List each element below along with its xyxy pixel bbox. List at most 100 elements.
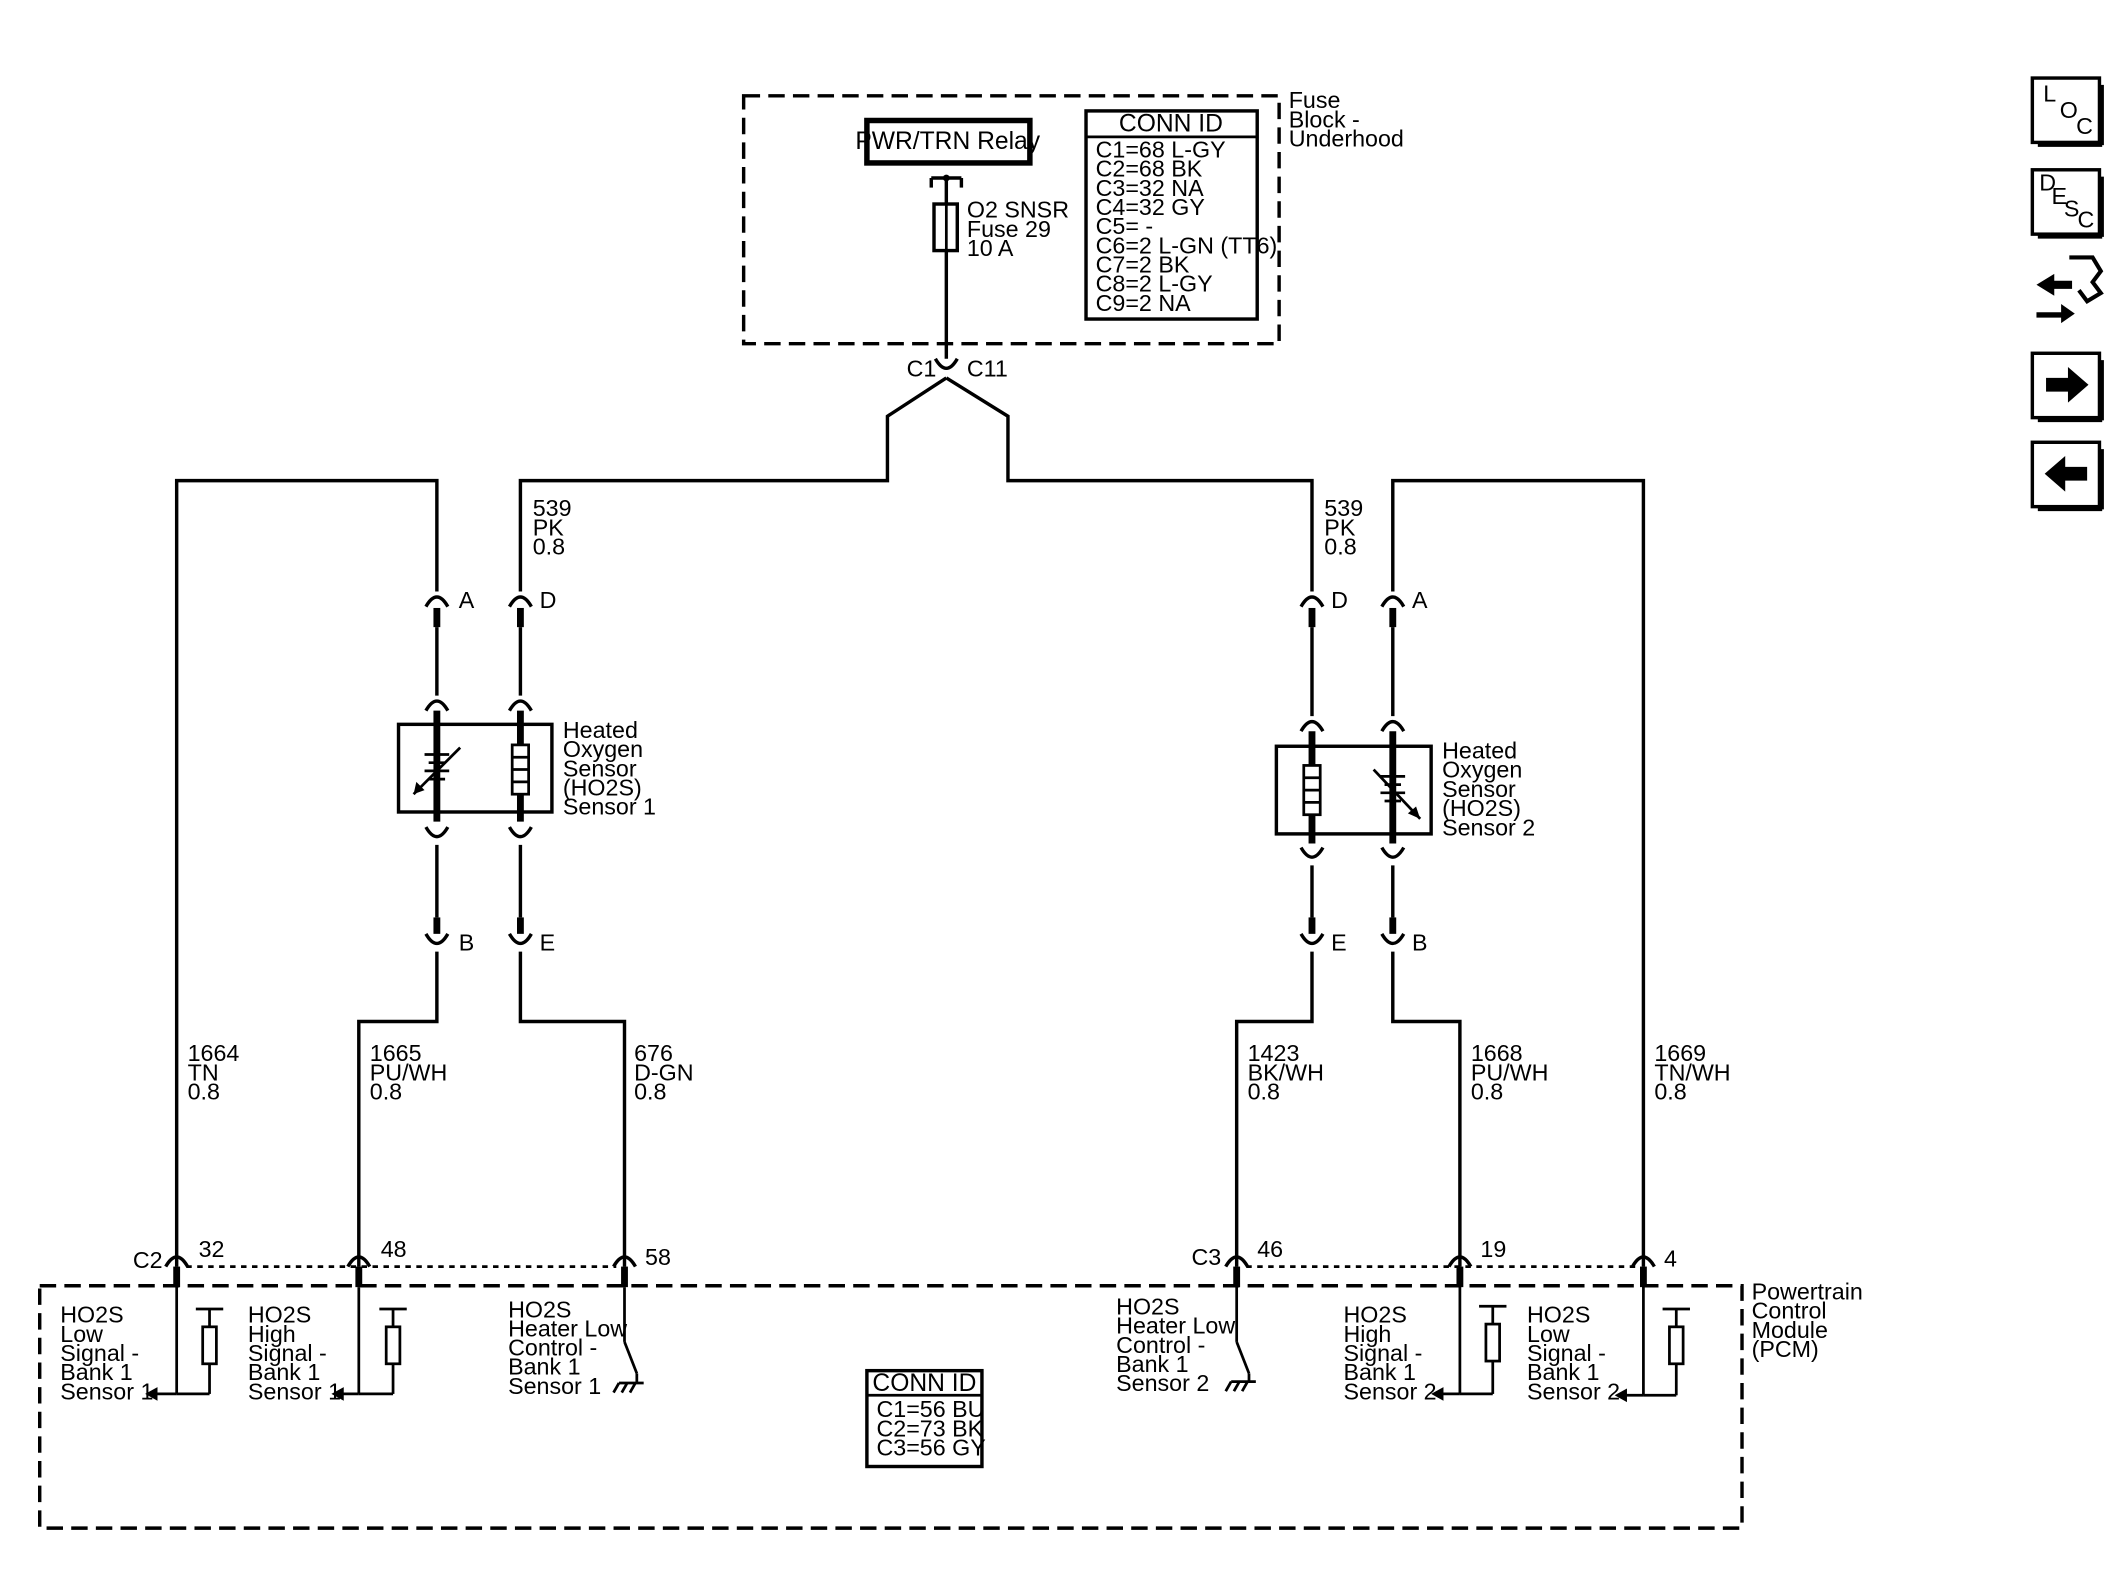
fuse-block-conn-id-table: CONN ID C1=68 L-GY C2=68 BK C3=32 NA C4=… [1084,109,1278,321]
wire-1664-gauge: 0.8 [188,1079,220,1105]
pcm-low-s1-line: Signal - [60,1340,139,1366]
pcm-title-line: Module [1752,1317,1828,1343]
pcm-heater-s1-line: HO2S [508,1296,571,1322]
loc-button[interactable]: L O C [2030,76,2104,147]
fuse-conn-row: C2=68 BK [1096,156,1203,182]
pcm-heater-s2-line: Bank 1 [1116,1351,1188,1377]
sensor2-pin-b: B [1412,929,1428,955]
pcm-heater-s1-line: Heater Low [508,1315,627,1341]
fuse-conn-id-header: CONN ID [1119,110,1223,137]
fuse-conn-row: C8=2 L-GY [1096,271,1213,297]
pcm-pin-19: 19 [1480,1236,1506,1262]
pcm-module: Powertrain Control Module (PCM) C2 C3 32… [38,1236,1863,1530]
sensor1-label-line: Sensor 1 [563,794,656,820]
sensor2-label-line: Sensor 2 [1442,814,1535,840]
wire-1668-num: 1668 [1471,1040,1523,1066]
wire-1668-color: PU/WH [1471,1059,1549,1085]
pcm-circuit-high-signal-s1: HO2S High Signal - Bank 1 Sensor 1 [248,1287,407,1404]
pcm-high-s1-line: Sensor 1 [248,1378,341,1404]
sensor2-label-line: Oxygen [1442,757,1522,783]
pcm-low-s1-line: Bank 1 [60,1359,132,1385]
fuse-block-title-line2: Block - [1289,106,1360,132]
pcm-low-s1-line: HO2S [60,1302,123,1328]
pcm-circuit-low-signal-s2: HO2S Low Signal - Bank 1 Sensor 2 [1527,1287,1690,1404]
fuse-block-title-line3: Underhood [1289,126,1404,152]
pcm-high-s1-line: HO2S [248,1302,311,1328]
fuse-conn-row: C1=68 L-GY [1096,136,1226,162]
pcm-heater-s2-line: Heater Low [1116,1313,1235,1339]
pcm-heater-s2-line: Control - [1116,1332,1205,1358]
pcm-heater-s2-line: Sensor 2 [1116,1370,1209,1396]
wire-1665-color: PU/WH [370,1059,448,1085]
wire-539-left-num: 539 [533,495,572,521]
connector-icon [2036,255,2104,324]
pcm-circuit-low-signal-s1: HO2S Low Signal - Bank 1 Sensor 1 [60,1287,224,1404]
pcm-high-s2-line: High [1343,1321,1391,1347]
relay-label: PWR/TRN Relay [855,128,1040,155]
sensor2-pin-a: A [1412,587,1428,613]
wire-1665-gauge: 0.8 [370,1079,402,1105]
pcm-high-s1-line: High [248,1321,296,1347]
fuse-conn-row: C6=2 L-GN (TT6) [1096,232,1278,258]
desc-letter: S [2064,195,2080,221]
loc-letter: O [2060,97,2078,123]
pcm-circuit-high-signal-s2: HO2S High Signal - Bank 1 Sensor 2 [1343,1287,1507,1404]
wire-1669-gauge: 0.8 [1654,1079,1686,1105]
pcm-heater-s1-line: Control - [508,1335,597,1361]
sensor2-bottom-connectors: E B [1299,846,1428,955]
back-arrow-icon [2044,455,2088,492]
wire-1423-color: BK/WH [1248,1059,1324,1085]
fuse-block-title-line1: Fuse [1289,87,1341,113]
wire-539-left-gauge: 0.8 [533,534,565,560]
fuse-label-line2: Fuse 29 [967,216,1051,242]
pcm-pin-46: 46 [1257,1236,1283,1262]
sensor2-pin-e: E [1331,929,1347,955]
back-button[interactable] [2030,440,2104,512]
pcm-title-line: Control [1752,1298,1827,1324]
sensor1-label-line: (HO2S) [563,775,642,801]
wire-539-left-color: PK [533,514,565,540]
oxygen-sensing-element-icon [1372,768,1422,820]
pcm-conn-row: C1=56 BU [876,1396,984,1422]
wire-1664-color: TN [188,1059,219,1085]
pcm-heater-s2-line: HO2S [1116,1294,1179,1320]
pcm-conn-id-header: CONN ID [872,1370,976,1397]
pcm-low-s2-line: Bank 1 [1527,1359,1599,1385]
wire-1423-gauge: 0.8 [1248,1079,1280,1105]
sensor1-bottom-connectors: B E [424,826,555,955]
wire-1423-num: 1423 [1248,1040,1300,1066]
heater-element-icon [510,743,530,796]
connector-view-button[interactable] [2036,255,2104,324]
sensor2-label-line: Sensor [1442,776,1516,802]
desc-letter: E [2052,183,2068,209]
fuse-conn-row: C9=2 NA [1096,290,1192,316]
pcm-high-s2-line: Bank 1 [1343,1359,1415,1385]
sensor1-pin-a: A [459,587,475,613]
ho2s-sensor-2: Heated Oxygen Sensor (HO2S) Sensor 2 [1274,731,1535,844]
ho2s-sensor-1: Heated Oxygen Sensor (HO2S) Sensor 1 [396,710,656,822]
pcm-heater-s1-line: Sensor 1 [508,1373,601,1399]
oxygen-sensing-element-icon [412,746,462,796]
ground-icon [612,1381,644,1394]
wire-539-right-color: PK [1324,514,1356,540]
pcm-conn-c2: C2 [133,1247,163,1273]
sensor1-label-line: Heated [563,717,638,743]
wire-1665-num: 1665 [370,1040,422,1066]
forward-button[interactable] [2030,351,2104,423]
desc-letter: D [2039,169,2056,195]
pcm-high-s1-line: Signal - [248,1340,327,1366]
pcm-pin-58: 58 [645,1244,671,1270]
sensor2-top-connectors: D A [1299,587,1428,733]
wire-676-gauge: 0.8 [634,1079,666,1105]
wire-539-right-num: 539 [1324,495,1363,521]
pcm-heater-s1-line: Bank 1 [508,1354,580,1380]
desc-button[interactable]: D E S C [2030,168,2104,239]
pcm-low-s1-line: Sensor 1 [60,1378,153,1404]
pcm-high-s1-line: Bank 1 [248,1359,320,1385]
sensor1-label-line: Sensor [563,755,637,781]
pcm-conn-row: C2=73 BK [876,1415,983,1441]
pcm-circuit-heater-s1: HO2S Heater Low Control - Bank 1 Sensor … [508,1287,644,1399]
splice-right-label: C11 [967,356,1008,382]
heater-element-icon [1302,764,1322,817]
splice-left-label: C1 [907,356,937,382]
